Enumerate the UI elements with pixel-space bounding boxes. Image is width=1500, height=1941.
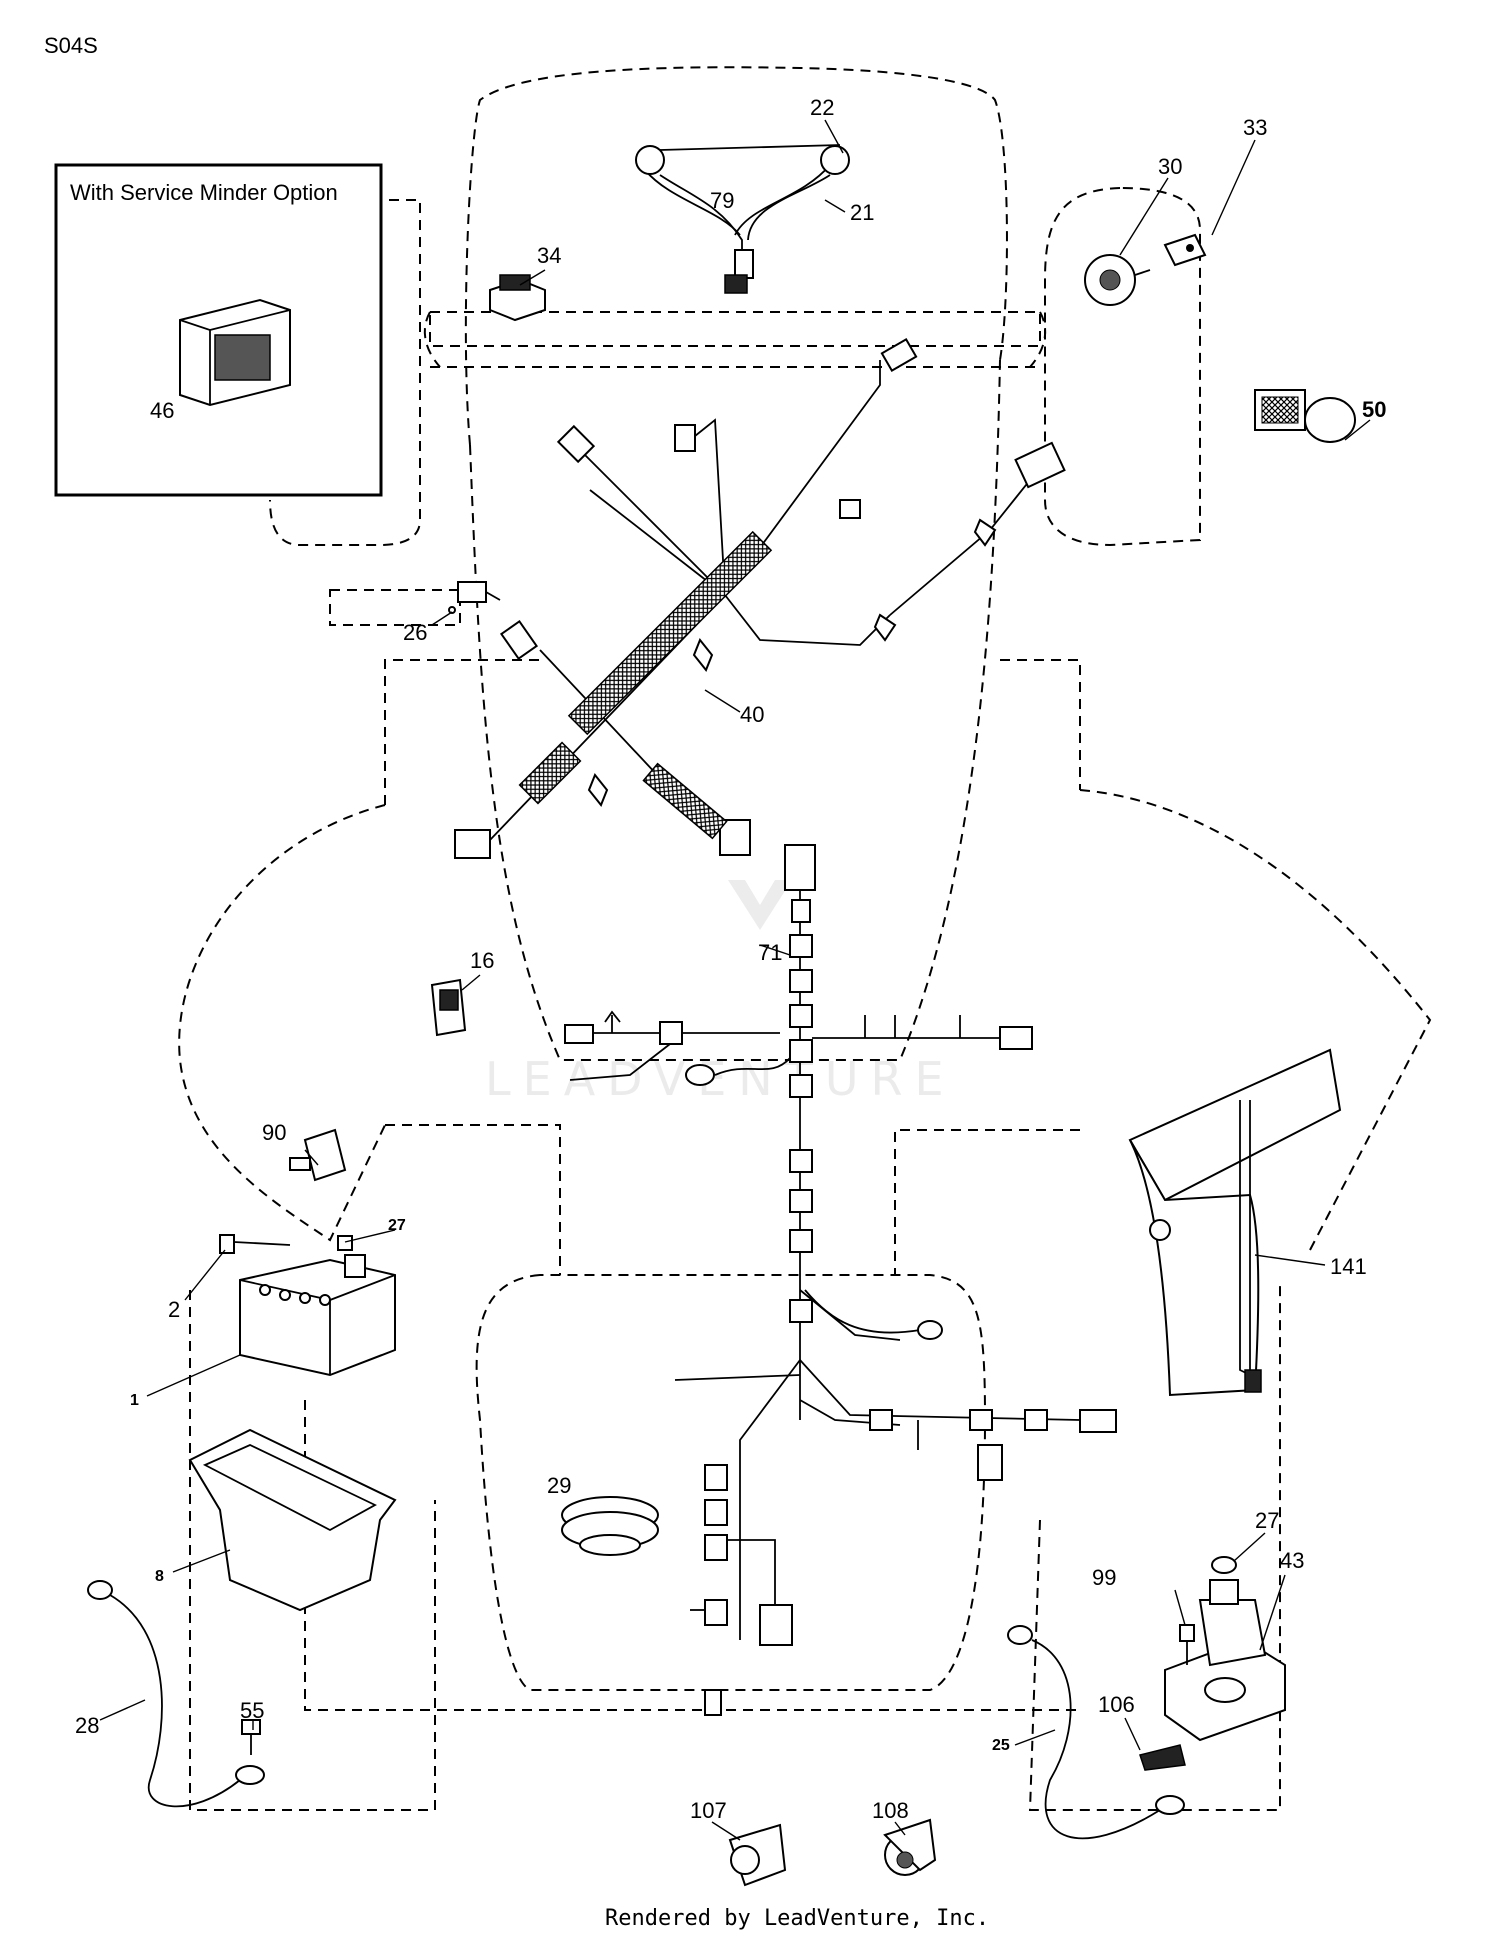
- headlight-assembly: [635, 144, 850, 294]
- inset-title: With Service Minder Option: [70, 180, 338, 205]
- leader-lines: [99, 119, 1371, 1841]
- callout-55: 55: [240, 1698, 264, 1723]
- callout-79: 79: [710, 188, 734, 213]
- diagram-code: S04S: [44, 33, 98, 58]
- solenoid-43: [1164, 1579, 1286, 1742]
- callout-43: 43: [1280, 1548, 1304, 1573]
- callout-108: 108: [872, 1798, 909, 1823]
- switch-34: [489, 274, 546, 322]
- callout-22: 22: [810, 95, 834, 120]
- callout-29: 29: [547, 1473, 571, 1498]
- callout-46: 46: [150, 398, 174, 423]
- wiring-harness-upper: [454, 337, 1066, 859]
- service-minder-inset: With Service Minder Option: [54, 163, 383, 497]
- seat-pan-141: [1128, 1048, 1342, 1397]
- battery-cable-25: [1007, 1625, 1185, 1840]
- watermark: LEADVENTURE: [485, 880, 956, 1106]
- callout-labels: 22 79 21 33 30 34 46 50 26 40 71 16 90 2…: [75, 95, 1386, 1823]
- grommet-29: [561, 1496, 659, 1556]
- callout-141: 141: [1330, 1254, 1367, 1279]
- nut-27-battery: [337, 1235, 353, 1251]
- callout-21: 21: [850, 200, 874, 225]
- callout-71: 71: [758, 940, 782, 965]
- switch-107: [728, 1823, 787, 1887]
- callout-90: 90: [262, 1120, 286, 1145]
- connector-16: [430, 978, 467, 1037]
- svg-text:LEADVENTURE: LEADVENTURE: [485, 1052, 956, 1106]
- callout-34: 34: [537, 243, 561, 268]
- switch-50: [1254, 389, 1356, 443]
- switch-108: [883, 1818, 937, 1876]
- battery-tray-8: [188, 1428, 397, 1612]
- key-33: [1163, 233, 1207, 267]
- battery-cable-28: [87, 1580, 265, 1808]
- callout-16: 16: [470, 948, 494, 973]
- terminal-26: [448, 581, 501, 614]
- callout-1: 1: [130, 1392, 139, 1409]
- callout-30: 30: [1158, 154, 1182, 179]
- callout-28: 28: [75, 1713, 99, 1738]
- callout-2: 2: [168, 1297, 180, 1322]
- ignition-switch-30: [1084, 254, 1151, 306]
- screw-55: [241, 1719, 261, 1755]
- callout-8: 8: [155, 1568, 164, 1585]
- wiring-harness-71: [564, 844, 1117, 1716]
- callout-33: 33: [1243, 115, 1267, 140]
- footer-credit: Rendered by LeadVenture, Inc.: [605, 1906, 989, 1931]
- callout-107: 107: [690, 1798, 727, 1823]
- callout-40: 40: [740, 702, 764, 727]
- service-minder-module: [179, 298, 291, 407]
- callout-27a: 27: [388, 1217, 406, 1234]
- dashed-outline: [178, 66, 1432, 1811]
- clip-106: [1139, 1744, 1186, 1771]
- callout-99: 99: [1092, 1565, 1116, 1590]
- callout-50: 50: [1362, 397, 1386, 422]
- bolt-99: [1179, 1624, 1195, 1665]
- callout-26: 26: [403, 620, 427, 645]
- nut-27-solenoid: [1211, 1556, 1237, 1574]
- callout-106: 106: [1098, 1692, 1135, 1717]
- callout-27b: 27: [1255, 1508, 1279, 1533]
- battery-1: [239, 1254, 396, 1377]
- bolt-2: [219, 1234, 291, 1254]
- callout-25: 25: [992, 1737, 1010, 1754]
- relay-90: [289, 1128, 347, 1182]
